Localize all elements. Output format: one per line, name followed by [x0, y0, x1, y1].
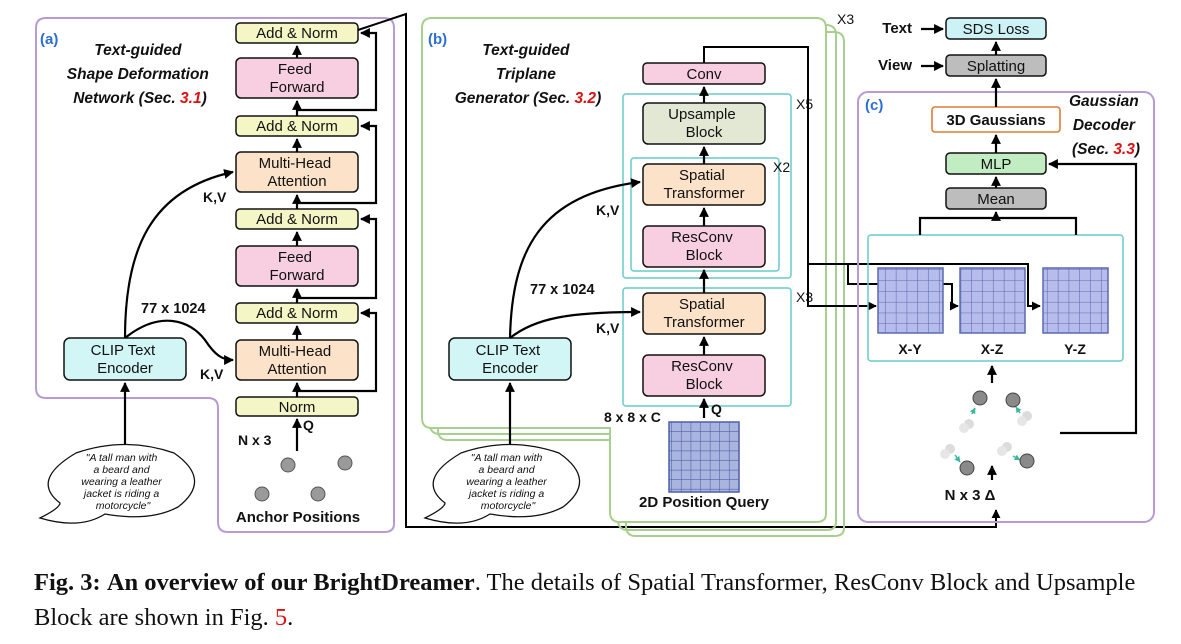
figure-caption: Fig. 3: An overview of our BrightDreamer…	[34, 565, 1164, 635]
q-label-b: Q	[711, 401, 722, 417]
kv-label-a-bottom: K,V	[200, 366, 224, 382]
clip-encoder-b-label: CLIP Text Encoder	[476, 342, 545, 377]
add-norm-3-label: Add & Norm	[256, 118, 338, 135]
add-norm-1-label: Add & Norm	[256, 305, 338, 322]
prompt-bubble-a	[38, 443, 196, 524]
n3-label-a: N x 3	[238, 432, 272, 448]
resconv-block-top-label: ResConv Block	[671, 229, 737, 264]
clip-encoder-a-label: CLIP Text Encoder	[91, 342, 160, 377]
conv-label: Conv	[686, 66, 722, 83]
splatting-label: Splatting	[967, 58, 1025, 75]
upsample-block-label: Upsample Block	[668, 106, 740, 141]
view-input-label: View	[878, 57, 912, 74]
multi-head-attention-1-label: Multi-Head Attention	[259, 343, 336, 378]
q-label-a: Q	[303, 417, 314, 433]
panel-c-tag: (c)	[865, 97, 883, 114]
panel-b: X3 (b) Text-guided Triplane Generator (S…	[421, 11, 1041, 537]
overview-diagram: (a) Text-guided Shape Deformation Networ…	[35, 11, 1155, 537]
caption-bold-title: An overview of our BrightDreamer	[106, 569, 475, 596]
mean-label: Mean	[977, 191, 1015, 208]
anchor-positions-label: Anchor Positions	[236, 509, 360, 526]
x5-label: X5	[796, 96, 813, 112]
kv-label-b-top: K,V	[596, 202, 620, 218]
resconv-block-bottom-label: ResConv Block	[671, 358, 737, 393]
caption-end: .	[287, 604, 294, 631]
panel-c-border	[857, 91, 1155, 523]
spatial-transformer-bottom-label: Spatial Transformer	[663, 296, 744, 331]
prompt-text-b: "A tall man with a beard and wearing a l…	[466, 452, 549, 512]
text-input-label: Text	[882, 20, 912, 37]
caption-fig-number: Fig. 3:	[34, 569, 101, 596]
kv-label-a-top: K,V	[203, 189, 227, 205]
mlp-label: MLP	[981, 156, 1012, 173]
triplane-xz	[959, 267, 1026, 334]
n3-delta-label: N x 3 Δ	[945, 487, 996, 504]
x3-inner-label: X3	[796, 289, 813, 305]
feed-forward-2-label: Feed Forward	[269, 61, 324, 96]
panel-c-title: Gaussian Decoder (Sec. 3.3)	[1069, 93, 1143, 158]
triplane-group	[867, 234, 1124, 362]
add-norm-2-label: Add & Norm	[256, 211, 338, 228]
triplane-xz-label: X-Z	[981, 341, 1004, 357]
x3-outer-label: X3	[837, 11, 854, 27]
sds-loss-box	[945, 17, 1047, 40]
feed-forward-1-label: Feed Forward	[269, 249, 324, 284]
panel-b-tag: (b)	[428, 31, 447, 48]
caption-text: . The details of Spatial Transformer, Re…	[34, 569, 1136, 631]
panel-a: (a) Text-guided Shape Deformation Networ…	[35, 12, 1001, 533]
sds-loss-label: SDS Loss	[963, 21, 1030, 38]
deformation-points	[940, 390, 1035, 476]
3d-gaussians-label: 3D Gaussians	[946, 112, 1045, 129]
add-norm-4-box	[235, 22, 359, 44]
position-query-label: 2D Position Query	[639, 494, 770, 511]
panel-a-tag: (a)	[40, 31, 58, 48]
multi-head-attention-2-label: Multi-Head Attention	[259, 155, 336, 190]
triplane-xy-label: X-Y	[898, 341, 922, 357]
x2-label: X2	[773, 159, 790, 175]
triplane-yz	[1042, 267, 1109, 334]
prompt-text-a: "A tall man with a beard and wearing a l…	[81, 452, 164, 512]
add-norm-4-label: Add & Norm	[256, 25, 338, 42]
panel-b-title: Text-guided Triplane Generator (Sec. 3.2…	[455, 42, 601, 107]
dim-label-b: 77 x 1024	[530, 282, 595, 298]
panel-c-arrows	[918, 24, 1138, 480]
panel-a-title: Text-guided Shape Deformation Network (S…	[67, 42, 213, 107]
kv-label-b-bottom: K,V	[596, 320, 620, 336]
panel-a-border	[35, 17, 395, 533]
triplane-xy	[877, 267, 944, 334]
prompt-bubble-b	[423, 443, 581, 524]
panel-c: (c) Gaussian Decoder (Sec. 3.3) SDS Loss…	[857, 17, 1155, 523]
spatial-transformer-top-label: Spatial Transformer	[663, 167, 744, 202]
caption-figure-ref: 5	[274, 604, 288, 631]
position-query-grid	[668, 421, 740, 493]
anchor-points	[254, 455, 353, 502]
triplane-yz-label: Y-Z	[1064, 341, 1086, 357]
query-dim-label: 8 x 8 x C	[604, 409, 661, 425]
dim-label-a: 77 x 1024	[141, 301, 206, 317]
norm-label: Norm	[279, 399, 316, 416]
